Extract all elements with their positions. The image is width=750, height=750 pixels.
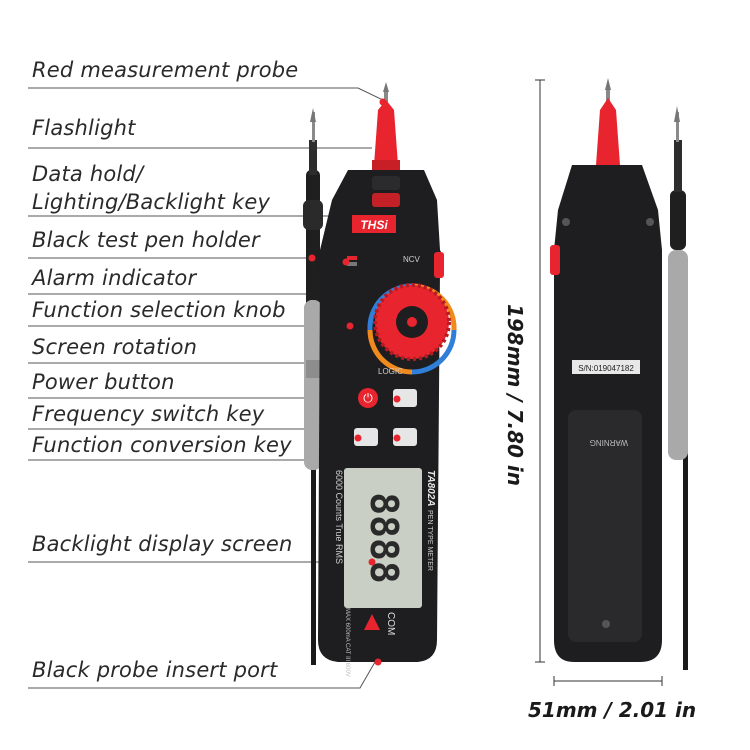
label-black-pen-holder: Black test pen holder: [32, 228, 260, 252]
label-function-conversion-key: Function conversion key: [32, 433, 292, 457]
logic-label: LOGIC: [378, 367, 403, 376]
label-red-probe: Red measurement probe: [32, 58, 299, 82]
flashlight-window: [372, 176, 400, 190]
label-alarm-indicator: Alarm indicator: [32, 266, 197, 290]
height-dimension-label: 198mm / 7.80 in: [503, 303, 527, 487]
battery-cover: [568, 410, 642, 642]
model-subtitle: PEN TYPE METER: [426, 510, 433, 571]
label-function-knob: Function selection knob: [32, 298, 286, 322]
serial-number: S/N:019047182: [578, 364, 634, 373]
label-data-hold: Data hold/ Lighting/Backlight key: [32, 160, 270, 216]
label-frequency-key: Frequency switch key: [32, 402, 265, 426]
ncv-label: NCV: [403, 255, 421, 264]
label-flashlight: Flashlight: [32, 116, 136, 140]
label-data-hold-line1: Data hold/: [32, 162, 144, 186]
label-data-hold-line2: Lighting/Backlight key: [32, 190, 271, 214]
counts-label: 6000 Counts True RMS: [334, 470, 344, 564]
port-rating-label: MAX 600mA CAT III 600V: [344, 608, 350, 677]
screen-rotation-key[interactable]: [354, 428, 378, 446]
function-key-dot: [393, 434, 401, 442]
label-screen-rotation: Screen rotation: [32, 335, 198, 359]
frequency-key-dot: [393, 395, 401, 403]
frequency-switch-key[interactable]: [393, 389, 417, 407]
function-conversion-key[interactable]: [393, 428, 417, 446]
model-label: TA802A: [425, 470, 436, 507]
com-label: COM: [385, 612, 396, 635]
dimension-lines: [535, 79, 663, 686]
function-selection-knob[interactable]: [367, 283, 457, 375]
brand-badge: [352, 215, 396, 233]
red-probe-tip: [372, 82, 400, 172]
serial-plate: [572, 360, 640, 374]
brand-text: THSi: [360, 218, 388, 232]
warning-triangle-icon: [364, 614, 380, 630]
label-backlight-screen: Backlight display screen: [32, 532, 293, 556]
back-screws: [562, 218, 654, 628]
label-black-probe-port: Black probe insert port: [32, 658, 278, 682]
width-dimension-label: 51mm / 2.01 in: [528, 698, 697, 722]
data-hold-key[interactable]: [372, 193, 400, 207]
callout-marker-dots: [308, 98, 387, 666]
black-test-lead-back: [668, 106, 688, 670]
label-power-button: Power button: [32, 370, 175, 394]
alarm-indicator-red: [347, 256, 357, 260]
red-probe-back: [596, 78, 620, 165]
black-test-lead-front: [303, 108, 323, 665]
back-side-red-button[interactable]: [550, 245, 560, 275]
side-red-button[interactable]: [434, 252, 444, 278]
power-icon: ⏻: [363, 391, 373, 405]
alarm-indicator-grey: [347, 262, 357, 266]
lcd-digits: 8888: [362, 492, 406, 584]
backlight-display-screen: 8888: [344, 468, 422, 608]
power-button[interactable]: [358, 388, 378, 408]
back-warning-title: WARNING: [590, 438, 628, 447]
screen-rotation-key-dot: [354, 434, 362, 442]
